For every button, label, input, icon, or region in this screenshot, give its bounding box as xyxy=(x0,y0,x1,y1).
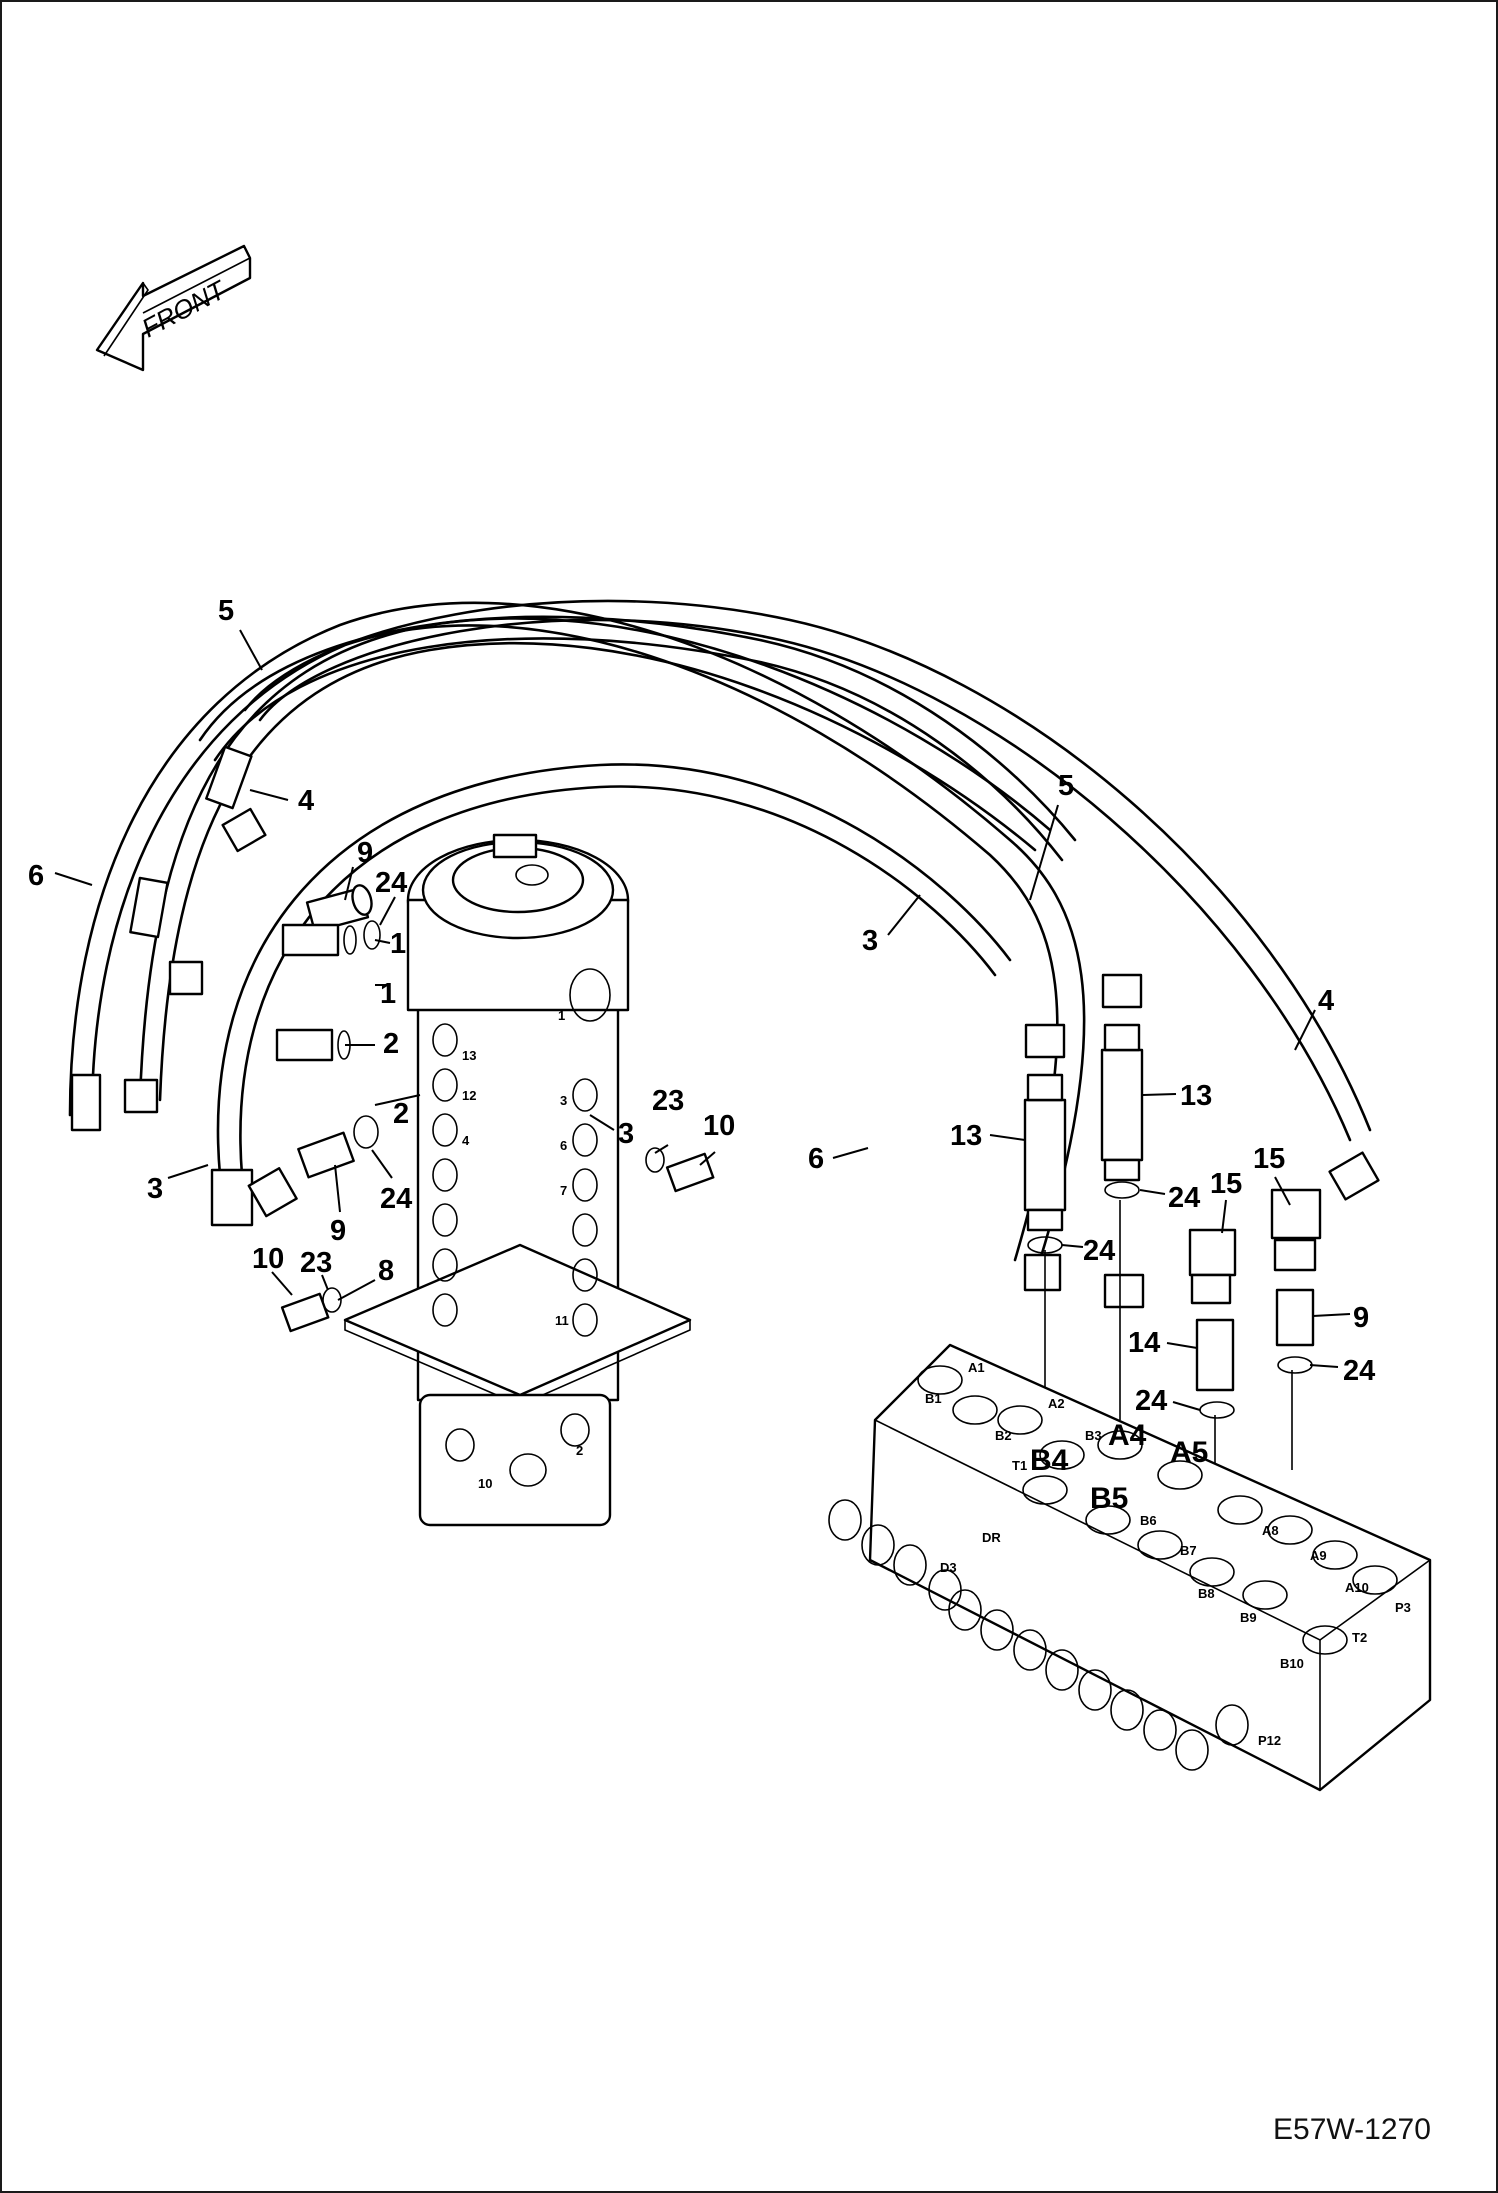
callout-13-left: 13 xyxy=(950,1120,982,1152)
valve-mark-DR: DR xyxy=(982,1530,1001,1545)
valve-mark-A2: A2 xyxy=(1048,1396,1065,1411)
callout-3-body: 3 xyxy=(618,1118,634,1150)
hose-5-upper xyxy=(198,615,1077,862)
valve-mark-A1: A1 xyxy=(968,1360,985,1375)
valve-mark-B7: B7 xyxy=(1180,1543,1197,1558)
swivel-mark-10: 10 xyxy=(478,1476,492,1491)
swivel-mark-3: 3 xyxy=(560,1093,567,1108)
valve-mark-B8: B8 xyxy=(1198,1586,1215,1601)
swivel-joint: 13 12 4 3 6 7 11 10 1 2 xyxy=(343,833,692,1527)
port-label-A4: A4 xyxy=(1108,1419,1147,1452)
callout-24-d: 24 xyxy=(1343,1355,1375,1387)
leader-lines xyxy=(54,629,1351,1411)
port-label-B4: B4 xyxy=(1030,1444,1069,1477)
callout-24-c: 24 xyxy=(1135,1385,1167,1417)
port-label-B5: B5 xyxy=(1090,1482,1128,1515)
swivel-mark-7: 7 xyxy=(560,1183,567,1198)
callout-14: 14 xyxy=(1128,1327,1160,1359)
valve-mark-D3: D3 xyxy=(940,1560,957,1575)
port-label-A5: A5 xyxy=(1170,1436,1208,1469)
fitting-10-right xyxy=(645,1147,715,1193)
callout-1-b: 1 xyxy=(380,978,396,1010)
adapter-14 xyxy=(1195,1318,1235,1392)
valve-mark-B10: B10 xyxy=(1280,1656,1304,1671)
valve-mark-A10: A10 xyxy=(1345,1580,1369,1595)
valve-mark-P12: P12 xyxy=(1258,1733,1281,1748)
figure-code: E57W-1270 xyxy=(1273,2113,1431,2146)
callout-15-b: 15 xyxy=(1253,1143,1285,1175)
valve-ports xyxy=(917,1365,1398,1655)
callout-23-left: 23 xyxy=(300,1247,332,1279)
fitting-9-mid xyxy=(297,1115,379,1179)
callout-2-a: 2 xyxy=(383,1028,399,1060)
callout-5-right: 5 xyxy=(1058,770,1074,802)
callout-24-b: 24 xyxy=(1168,1182,1200,1214)
valve-mark-B2: B2 xyxy=(995,1428,1012,1443)
hose-3 xyxy=(216,763,1012,1177)
valve-mark-A8: A8 xyxy=(1262,1523,1279,1538)
fitting-straight-2 xyxy=(275,1028,351,1062)
o-rings-right xyxy=(1027,1181,1313,1419)
fitting-13-right xyxy=(1100,1023,1144,1182)
swivel-mark-4: 4 xyxy=(462,1133,470,1148)
front-direction-arrow-icon: FRONT xyxy=(95,244,252,372)
callout-13-right: 13 xyxy=(1180,1080,1212,1112)
swivel-mark-11: 11 xyxy=(555,1313,569,1328)
hose-end-nuts-right xyxy=(1023,973,1380,1309)
port-labels: A4 A5 B4 B5 xyxy=(1030,1419,1208,1515)
callout-5-left: 5 xyxy=(218,595,234,627)
elbow-15-left xyxy=(1188,1228,1237,1305)
swivel-mark-6: 6 xyxy=(560,1138,567,1153)
callout-23-right: 23 xyxy=(652,1085,684,1117)
hose-end-fittings-left xyxy=(70,745,298,1227)
swivel-mark-1: 1 xyxy=(558,1008,565,1023)
swivel-mark-12: 12 xyxy=(462,1088,476,1103)
callout-6-right: 6 xyxy=(808,1143,824,1175)
callout-24-a: 24 xyxy=(1083,1235,1115,1267)
callouts: 5 4 6 9 24 1 1 2 2 3 9 24 10 23 8 3 23 1… xyxy=(28,595,1375,1417)
swivel-mark-13: 13 xyxy=(462,1048,476,1063)
callout-15-a: 15 xyxy=(1210,1168,1242,1200)
fitting-13-left xyxy=(1023,1073,1067,1232)
valve-mark-T2: T2 xyxy=(1352,1630,1367,1645)
valve-mark-A9: A9 xyxy=(1310,1548,1327,1563)
callout-10-right: 10 xyxy=(703,1110,735,1142)
valve-mark-B6: B6 xyxy=(1140,1513,1157,1528)
callout-9-right: 9 xyxy=(1353,1302,1369,1334)
valve-mark-T1: T1 xyxy=(1012,1458,1027,1473)
callout-4-left: 4 xyxy=(298,785,314,817)
valve-spool-caps xyxy=(828,1499,1249,1771)
fitting-straight-1 xyxy=(281,923,357,957)
callout-1-a: 1 xyxy=(390,928,406,960)
callout-3-right: 3 xyxy=(862,925,878,957)
o-ring-24-top xyxy=(363,920,381,950)
fitting-9-right xyxy=(1275,1288,1315,1347)
callout-4-right: 4 xyxy=(1318,985,1334,1017)
valve-mark-P3: P3 xyxy=(1395,1600,1411,1615)
callout-8: 8 xyxy=(378,1255,394,1287)
callout-24-top: 24 xyxy=(375,867,407,899)
valve-mark-B1: B1 xyxy=(925,1391,942,1406)
callout-10-left: 10 xyxy=(252,1243,284,1275)
elbow-15-right xyxy=(1270,1188,1322,1272)
fitting-9-top xyxy=(305,884,373,933)
callout-9-top: 9 xyxy=(357,837,373,869)
control-valve: A1 B1 A2 B2 T1 B3 B6 B7 B8 B9 B10 A8 A9 … xyxy=(828,1343,1432,1792)
callout-9-mid: 9 xyxy=(330,1215,346,1247)
fitting-10-left xyxy=(280,1287,342,1333)
swivel-mark-2: 2 xyxy=(576,1443,583,1458)
callout-3-left: 3 xyxy=(147,1173,163,1205)
callout-6-left: 6 xyxy=(28,860,44,892)
callout-24-mid: 24 xyxy=(380,1183,412,1215)
callout-2-b: 2 xyxy=(393,1098,409,1130)
valve-mark-B9: B9 xyxy=(1240,1610,1257,1625)
valve-mark-B3: B3 xyxy=(1085,1428,1102,1443)
swivel-ports xyxy=(432,968,611,1487)
